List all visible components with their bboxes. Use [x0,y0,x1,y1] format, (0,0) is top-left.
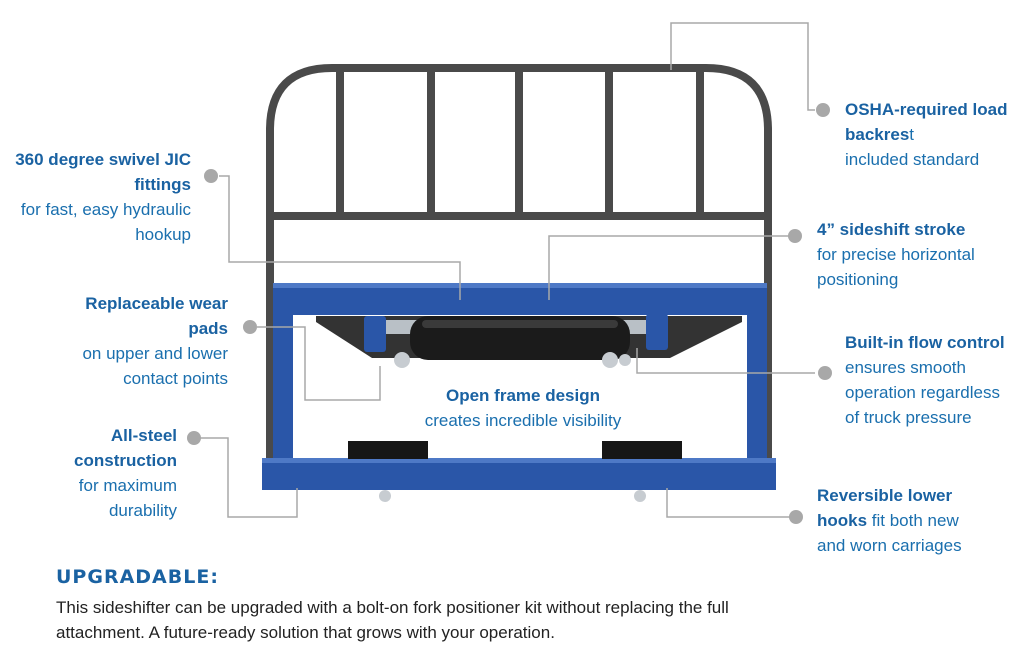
callout-body: for precise horizontal positioning [817,245,975,289]
lower-hooks [348,441,682,502]
callout-sideshift-stroke: 4” sideshift stroke for precise horizont… [817,217,1017,292]
callout-head: 4” sideshift stroke [817,220,966,239]
callout-body: for fast, easy hydraulic hookup [20,200,191,244]
jic-fittings [394,352,631,368]
callout-head: 360 degree swivel JIC fittings [15,150,191,194]
callout-head: Reversible lower hooks [817,486,953,530]
leader-dots [187,103,832,524]
callout-body: included standard [845,150,980,169]
load-backrest [266,64,772,490]
leader-lines [200,22,815,518]
callout-wear-pads: Replaceable wear pads on upper and lower… [43,291,228,391]
upgradable-heading: UPGRADABLE: [56,566,219,588]
callout-open-frame: Open frame design creates incredible vis… [398,383,648,433]
callout-osha-backrest: OSHA-required load backrest included sta… [845,97,1020,172]
callout-body: creates incredible visibility [424,411,622,430]
callout-head: Replaceable wear pads [85,294,228,338]
callout-body: on upper and lower contact points [82,344,228,388]
callout-body: fit both new and worn carriages [817,511,962,555]
blue-frame [262,283,776,490]
callout-lower-hooks: Reversible lower hooks fit both new and … [817,483,977,558]
callout-head: All-steel construction [74,426,177,470]
callout-head: OSHA-required load backres [845,100,1008,144]
callout-all-steel: All-steel construction for maximum durab… [17,423,177,523]
hydraulic-cylinder [364,314,668,360]
callout-flow-control: Built-in flow control ensures smooth ope… [845,330,1015,430]
callout-body: for maximum durability [78,476,177,520]
callout-head: Open frame design [446,386,600,405]
upgradable-description: This sideshifter can be upgraded with a … [56,598,729,642]
callout-head: Built-in flow control [845,333,1005,352]
callout-swivel-fittings: 360 degree swivel JIC fittings for fast,… [6,147,191,247]
callout-head-tail: t [909,125,915,144]
callout-body: ensures smooth operation regardless of t… [845,358,1000,427]
